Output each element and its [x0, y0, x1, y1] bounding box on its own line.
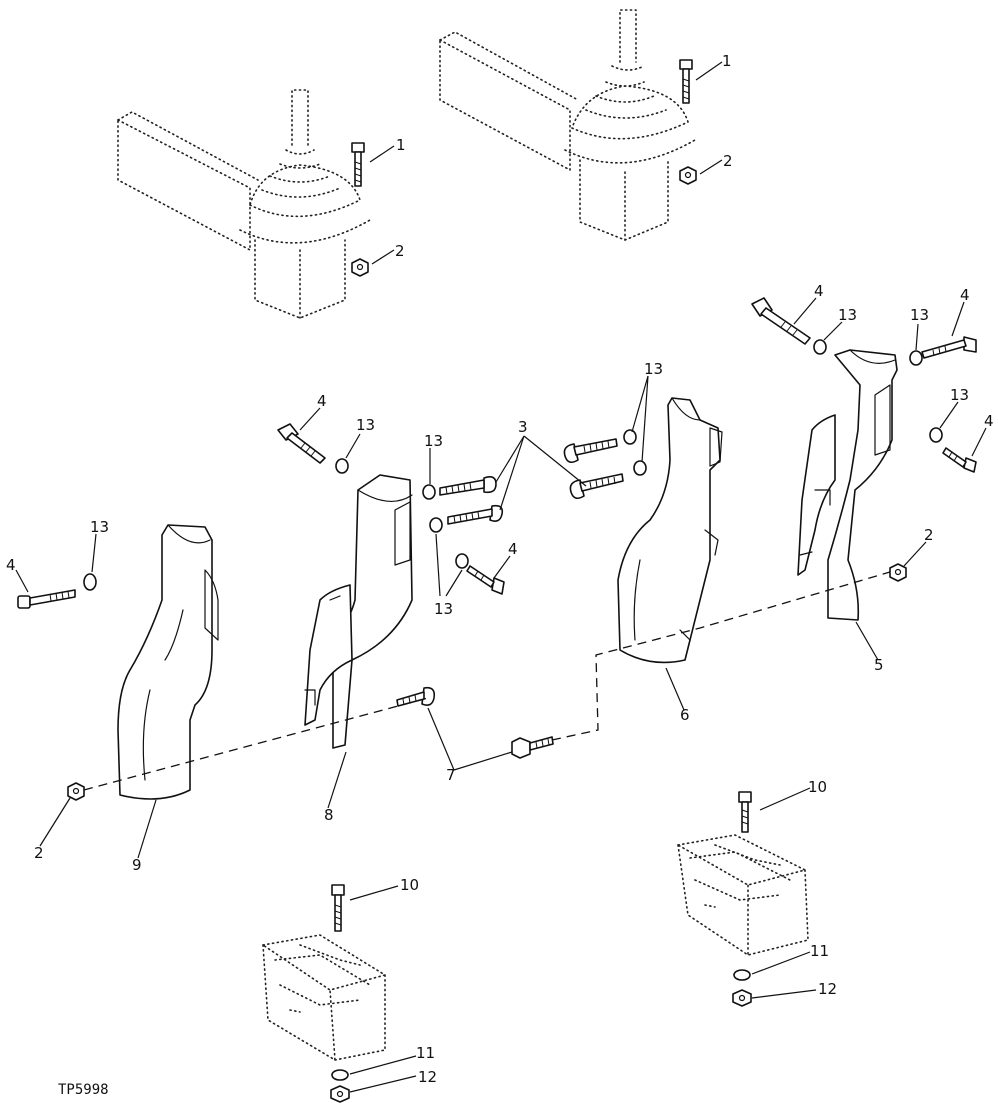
bolt-3-b [447, 504, 504, 525]
callout-11: 11 [810, 942, 829, 960]
callout-10: 10 [400, 876, 419, 894]
callout-4: 4 [508, 540, 518, 558]
figure-code: TP5998 [58, 1082, 109, 1098]
callout-12: 12 [418, 1068, 437, 1086]
shield-5 [797, 349, 898, 621]
callout-4: 4 [6, 556, 16, 574]
nut-12-right [732, 989, 752, 1007]
callout-2: 2 [395, 242, 405, 260]
callout-4: 4 [984, 412, 994, 430]
bolt-4-shield-5-right [921, 336, 977, 359]
shield-6 [617, 397, 723, 664]
bolt-10-right [738, 791, 752, 833]
callout-10: 10 [808, 778, 827, 796]
callout-5: 5 [874, 656, 884, 674]
callout-4: 4 [814, 282, 824, 300]
callout-9: 9 [132, 856, 142, 874]
callout-2: 2 [924, 526, 934, 544]
callout-13: 13 [356, 416, 375, 434]
bolt-3-c [563, 438, 618, 464]
nut-2-upper-right [679, 166, 697, 185]
callout-13: 13 [90, 518, 109, 536]
callout-6: 6 [680, 706, 690, 724]
bolt-4-shield-5-side [942, 447, 977, 473]
shield-9 [117, 524, 219, 800]
nut-2-lower-left [67, 782, 85, 801]
bolt-1-right [679, 59, 693, 104]
callout-1: 1 [722, 52, 732, 70]
valve-block-right [677, 834, 809, 956]
callout-3: 3 [518, 418, 528, 436]
assembly-centerline [83, 571, 891, 791]
shield-8 [304, 474, 413, 749]
nut-2-upper-left [351, 258, 369, 277]
callout-labels: 1 1 2 2 2 2 3 4 4 4 4 4 4 5 6 7 8 9 10 1… [6, 52, 994, 1086]
callout-2: 2 [34, 844, 44, 862]
callout-13: 13 [910, 306, 929, 324]
callout-13: 13 [950, 386, 969, 404]
bolt-3-d [569, 473, 624, 500]
bolt-3-a [439, 476, 497, 496]
callout-13: 13 [644, 360, 663, 378]
washers-13 [83, 339, 943, 591]
nut-2-lower-right [889, 563, 907, 582]
bolt-4-shield-5-top [751, 297, 811, 345]
bolt-4-shield-8-top [277, 423, 326, 464]
bolt-10-left [331, 884, 345, 932]
leader-lines [15, 61, 987, 1093]
washer-11-left [331, 1069, 349, 1081]
callout-2: 2 [723, 152, 733, 170]
joystick-assembly-right [439, 9, 696, 241]
callout-13: 13 [434, 600, 453, 618]
callout-13: 13 [424, 432, 443, 450]
callout-4: 4 [960, 286, 970, 304]
callout-11: 11 [416, 1044, 435, 1062]
bolt-4-shield-8-side [466, 565, 505, 595]
callout-12: 12 [818, 980, 837, 998]
callout-13: 13 [838, 306, 857, 324]
callout-8: 8 [324, 806, 334, 824]
bolt-7-b [511, 736, 554, 759]
callout-4: 4 [317, 392, 327, 410]
valve-block-left [262, 934, 386, 1061]
washer-11-right [733, 969, 751, 981]
nut-12-left [330, 1085, 350, 1103]
joystick-assembly-left [117, 89, 371, 319]
callout-7: 7 [446, 766, 456, 784]
bolt-4-shield-9 [17, 589, 76, 609]
bolt-1-left [351, 142, 365, 187]
callout-1: 1 [396, 136, 406, 154]
bolt-7-a [396, 686, 436, 707]
